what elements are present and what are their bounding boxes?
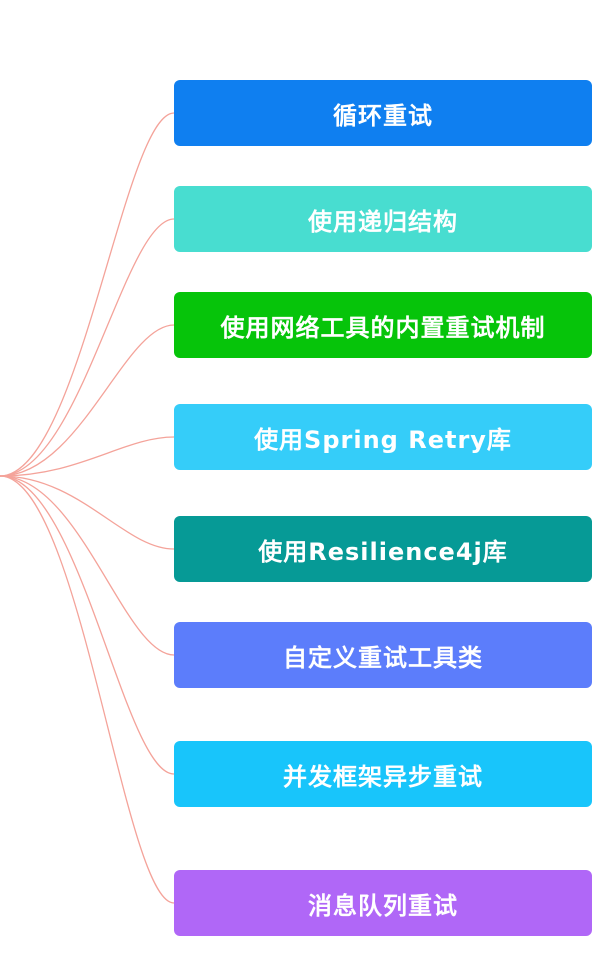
connector-line [0, 324, 175, 477]
node-concurrent-async-retry[interactable]: 并发框架异步重试 [174, 741, 592, 807]
connector-line [0, 218, 175, 477]
node-recursive-structure[interactable]: 使用递归结构 [174, 186, 592, 252]
node-label: 并发框架异步重试 [283, 762, 483, 791]
connector-line [0, 475, 175, 904]
node-label: 消息队列重试 [308, 891, 458, 920]
node-custom-retry-util[interactable]: 自定义重试工具类 [174, 622, 592, 688]
node-label: 循环重试 [333, 101, 433, 130]
connector-line [0, 112, 175, 477]
node-message-queue-retry[interactable]: 消息队列重试 [174, 870, 592, 936]
node-loop-retry[interactable]: 循环重试 [174, 80, 592, 146]
connector-line [0, 475, 175, 550]
node-label: 使用网络工具的内置重试机制 [220, 313, 546, 342]
node-label: 使用递归结构 [308, 207, 458, 236]
node-resilience4j[interactable]: 使用Resilience4j库 [174, 516, 592, 582]
node-spring-retry[interactable]: 使用Spring Retry库 [174, 404, 592, 470]
node-label: 使用Resilience4j库 [258, 537, 508, 566]
connector-line [0, 475, 175, 775]
connector-line [0, 475, 175, 656]
node-network-tool-builtin-retry[interactable]: 使用网络工具的内置重试机制 [174, 292, 592, 358]
node-label: 自定义重试工具类 [283, 643, 483, 672]
connector-line [0, 436, 175, 477]
node-label: 使用Spring Retry库 [254, 425, 512, 454]
